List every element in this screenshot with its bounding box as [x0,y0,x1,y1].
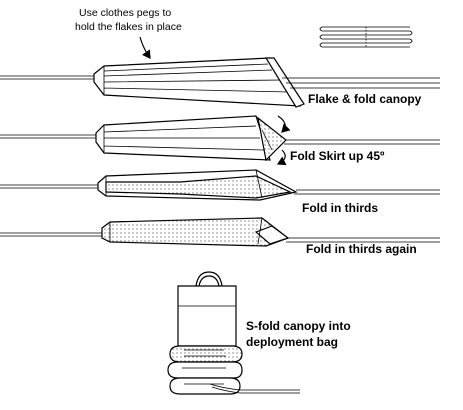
step-4-label: Fold in thirds again [306,242,417,256]
bag-handle-outer [195,271,223,287]
step-1-flake-and-fold: Flake & fold canopy [0,57,440,108]
step-1-label: Flake & fold canopy [308,92,422,106]
deployment-bag [177,285,237,347]
fold-arrow-bottom [276,149,287,166]
step-5-deployment-bag: S-fold canopy into deployment bag [167,271,351,395]
flakes-stack-icon [319,26,413,48]
step-3-fold-thirds: Fold in thirds [0,169,440,215]
note-line-2: hold the flakes in place [75,21,182,33]
bag-handle-inner [198,275,220,287]
step-5-label-line-2: deployment bag [246,335,338,349]
step-2-fold-skirt: Fold Skirt up 45º [0,115,440,166]
note-arrow [139,36,151,59]
s-fold-2 [167,361,243,379]
s-fold-1 [169,345,243,363]
note-line-1: Use clothes pegs to [79,7,171,19]
step-2-label: Fold Skirt up 45º [290,149,385,163]
step-4-fold-thirds-again: Fold in thirds again [0,217,440,256]
step-3-label: Fold in thirds [302,201,378,215]
fold-arrow-top [277,115,291,133]
step-5-label-line-1: S-fold canopy into [246,319,351,333]
